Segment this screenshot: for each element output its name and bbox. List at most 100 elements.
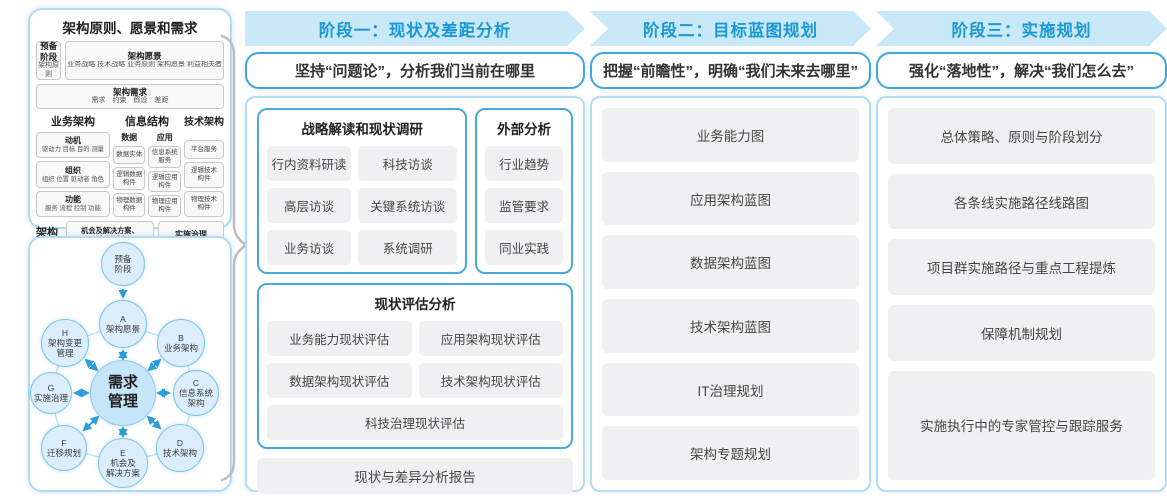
phase-3-item: 保障机制规划 (888, 305, 1155, 361)
phase-2-item: 数据架构蓝图 (602, 235, 859, 290)
phase-1-header-arrow: 阶段一：现状及差距分析 (245, 11, 585, 46)
external-analysis-box: 外部分析 行业趋势 监管要求 同业实践 (475, 108, 573, 274)
physical-app-box: 物理应用 构件 (148, 195, 182, 218)
prelim-phase-node: 预备 阶段 (101, 242, 145, 286)
function-box: 功能 服务 流程 控制 功能 (36, 190, 110, 217)
phase-2-item: 技术架构蓝图 (602, 299, 859, 353)
survey-item: 行内资料研读 (267, 146, 352, 181)
strategy-survey-box: 战略解读和现状调研 行内资料研读 科技访谈 高层访谈 关键系统访谈 业务访谈 系… (257, 108, 468, 274)
application-subcol: 应用 信息系统 服务 逻辑应用 构件 物理应用 构件 (148, 132, 182, 218)
architecture-principles-panel: 架构原则、愿景和需求 预备阶段 架构原则 架构愿景 业务战略 技术战略 业务原则… (28, 8, 232, 258)
strategy-survey-title: 战略解读和现状调研 (301, 122, 423, 137)
node-c-information-system: C 信息系统 架构 (173, 370, 219, 416)
panel-title: 架构原则、愿景和需求 (62, 21, 198, 36)
survey-item: 关键系统访谈 (358, 188, 458, 223)
data-subcol: 数据 数据实体 逻辑数据 构件 物理数据 构件 (112, 132, 146, 217)
motivation-title: 动机 (64, 136, 81, 146)
phase-2-item: 业务能力图 (602, 108, 859, 162)
logical-tech-box: 逻辑技术 构件 (184, 162, 224, 189)
prep-title: 预备阶段 (40, 41, 58, 62)
phases-section: 阶段一：现状及差距分析 坚持“问题论”，分析我们当前在哪里 战略解读和现状调研 … (245, 8, 1167, 494)
assessment-item: 技术架构现状评估 (418, 363, 563, 398)
information-structure-title: 信息结构 (124, 116, 169, 128)
prep-vision-row: 预备阶段 架构原则 架构愿景 业务战略 技术战略 业务原则 架构愿景 利益相关者 (36, 41, 224, 80)
phase-3-header-arrow: 阶段三：实施规划 (876, 11, 1167, 46)
prep-sub: 架构原则 (38, 62, 60, 79)
phase-2-subtitle: 把握“前瞻性”，明确“我们未来去哪里” (590, 52, 871, 89)
survey-item: 高层访谈 (267, 188, 352, 223)
phase-3-list: 总体策略、原则与阶段划分 各条线实施路径线路图 项目群实施路径与重点工程提炼 保… (888, 108, 1155, 481)
assessment-item: 应用架构现状评估 (418, 321, 563, 356)
assessment-grid: 业务能力现状评估 应用架构现状评估 数据架构现状评估 技术架构现状评估 科技治理… (267, 321, 563, 440)
node-e-opportunities-solutions: E 机会及 解决方案 (98, 438, 148, 488)
organization-sub: 组织 位置 驱动者 角色 (42, 175, 104, 183)
governance-title: 实施治理 (174, 230, 207, 240)
technology-architecture-title: 技术架构 (184, 117, 224, 128)
prep-phase-box: 预备阶段 架构原则 (36, 41, 62, 80)
external-list: 行业趋势 监管要求 同业实践 (485, 146, 563, 265)
vision-title: 架构愿景 (127, 50, 162, 61)
node-a-architecture-vision: A 架构愿景 (99, 300, 147, 348)
node-d-technology-architecture: D 技术架构 (156, 424, 204, 472)
function-sub: 服务 流程 控制 功能 (45, 204, 101, 212)
technology-architecture-col: 技术架构 平台服务 逻辑技术 构件 物理技术 构件 (184, 113, 224, 218)
information-grid: 数据 数据实体 逻辑数据 构件 物理数据 构件 应用 信息系统 服务 逻辑应用 … (112, 132, 182, 218)
motivation-sub: 驱动力 目标 目的 测量 (42, 146, 104, 154)
external-analysis-title: 外部分析 (497, 122, 552, 137)
phase-1-column: 阶段一：现状及差距分析 坚持“问题论”，分析我们当前在哪里 战略解读和现状调研 … (245, 8, 585, 494)
physical-tech-box: 物理技术 构件 (184, 191, 224, 218)
adm-cycle-panel: 预备 阶段 A 架构愿景 B 业务架构 H 架构变更 管理 C 信息系统 架构 … (28, 236, 232, 492)
assessment-item: 业务能力现状评估 (267, 321, 412, 356)
phase-3-column: 阶段三：实施规划 强化“落地性”，解决“我们怎么去” 总体策略、原则与阶段划分 … (876, 8, 1167, 494)
node-h-change-management: H 架构变更 管理 (41, 319, 89, 367)
phase-2-item: 架构专题规划 (602, 426, 859, 481)
survey-item: 业务访谈 (267, 230, 352, 265)
phase-2-header-arrow: 阶段二：目标蓝图规划 (590, 11, 871, 46)
phase-3-item: 项目群实施路径与重点工程提炼 (888, 239, 1155, 296)
node-g-implementation-governance: G 实施治理 (30, 372, 72, 414)
phase-2-column: 阶段二：目标蓝图规划 把握“前瞻性”，明确“我们未来去哪里” 业务能力图 应用架… (590, 8, 871, 494)
organization-title: 组织 (64, 165, 81, 175)
organization-box: 组织 组织 位置 驱动者 角色 (36, 161, 110, 188)
gap-analysis-report-box: 现状与差异分析报告 (257, 458, 573, 494)
survey-grid: 行内资料研读 科技访谈 高层访谈 关键系统访谈 业务访谈 系统调研 (267, 146, 458, 265)
application-title: 应用 (156, 133, 173, 142)
phase-1-content-panel: 战略解读和现状调研 行内资料研读 科技访谈 高层访谈 关键系统访谈 业务访谈 系… (245, 96, 585, 494)
logical-app-box: 逻辑应用 构件 (148, 170, 182, 193)
survey-item: 系统调研 (358, 230, 458, 265)
node-b-business-architecture: B 业务架构 (157, 319, 205, 367)
phase-2-list: 业务能力图 应用架构蓝图 数据架构蓝图 技术架构蓝图 IT治理规划 架构专题规划 (602, 108, 859, 481)
physical-data-box: 物理数据 构件 (112, 193, 146, 217)
req-title: 架构需求 (112, 86, 147, 97)
req-sub: 需求 约束 假设 差距 (91, 97, 169, 105)
architecture-vision-box: 架构愿景 业务战略 技术战略 业务原则 架构愿景 利益相关者 (65, 41, 224, 80)
information-structure-col: 信息结构 数据 数据实体 逻辑数据 构件 物理数据 构件 应用 信息系统 服务 … (112, 113, 182, 218)
phase-3-item: 各条线实施路径线路图 (888, 173, 1155, 230)
data-title: 数据 (121, 133, 138, 142)
phase-3-content-panel: 总体策略、原则与阶段划分 各条线实施路径线路图 项目群实施路径与重点工程提炼 保… (876, 96, 1167, 492)
architecture-domains-row: 业务架构 动机 驱动力 目标 目的 测量 组织 组织 位置 驱动者 角色 功能 … (36, 113, 224, 218)
requirements-management-center: 需求 管理 (90, 360, 156, 426)
business-architecture-title: 业务架构 (50, 116, 95, 128)
motivation-box: 动机 驱动力 目标 目的 测量 (36, 132, 110, 159)
phase-3-subtitle: 强化“落地性”，解决“我们怎么去” (876, 52, 1167, 89)
phase-3-item: 实施执行中的专家管控与跟踪服务 (888, 370, 1155, 481)
node-f-migration-planning: F 迁移规划 (41, 425, 87, 471)
assessment-title: 现状评估分析 (374, 297, 456, 312)
vision-sub: 业务战略 技术战略 业务原则 架构愿景 利益相关者 (67, 61, 222, 69)
external-item: 行业趋势 (485, 146, 563, 181)
phase-3-item: 总体策略、原则与阶段划分 (888, 108, 1155, 164)
current-state-assessment-box: 现状评估分析 业务能力现状评估 应用架构现状评估 数据架构现状评估 技术架构现状… (257, 283, 573, 449)
survey-item: 科技访谈 (358, 146, 458, 181)
platform-service-box: 平台服务 (184, 140, 224, 160)
assessment-item: 科技治理现状评估 (267, 405, 563, 440)
assessment-item: 数据架构现状评估 (267, 363, 412, 398)
phase-2-content-panel: 业务能力图 应用架构蓝图 数据架构蓝图 技术架构蓝图 IT治理规划 架构专题规划 (590, 96, 871, 492)
logical-data-box: 逻辑数据 构件 (112, 166, 146, 191)
phase-1-subtitle: 坚持“问题论”，分析我们当前在哪里 (245, 52, 585, 89)
phase-2-item: IT治理规划 (602, 362, 859, 417)
external-item: 监管要求 (485, 188, 563, 223)
external-item: 同业实践 (485, 230, 563, 265)
phase-2-item: 应用架构蓝图 (602, 171, 859, 226)
